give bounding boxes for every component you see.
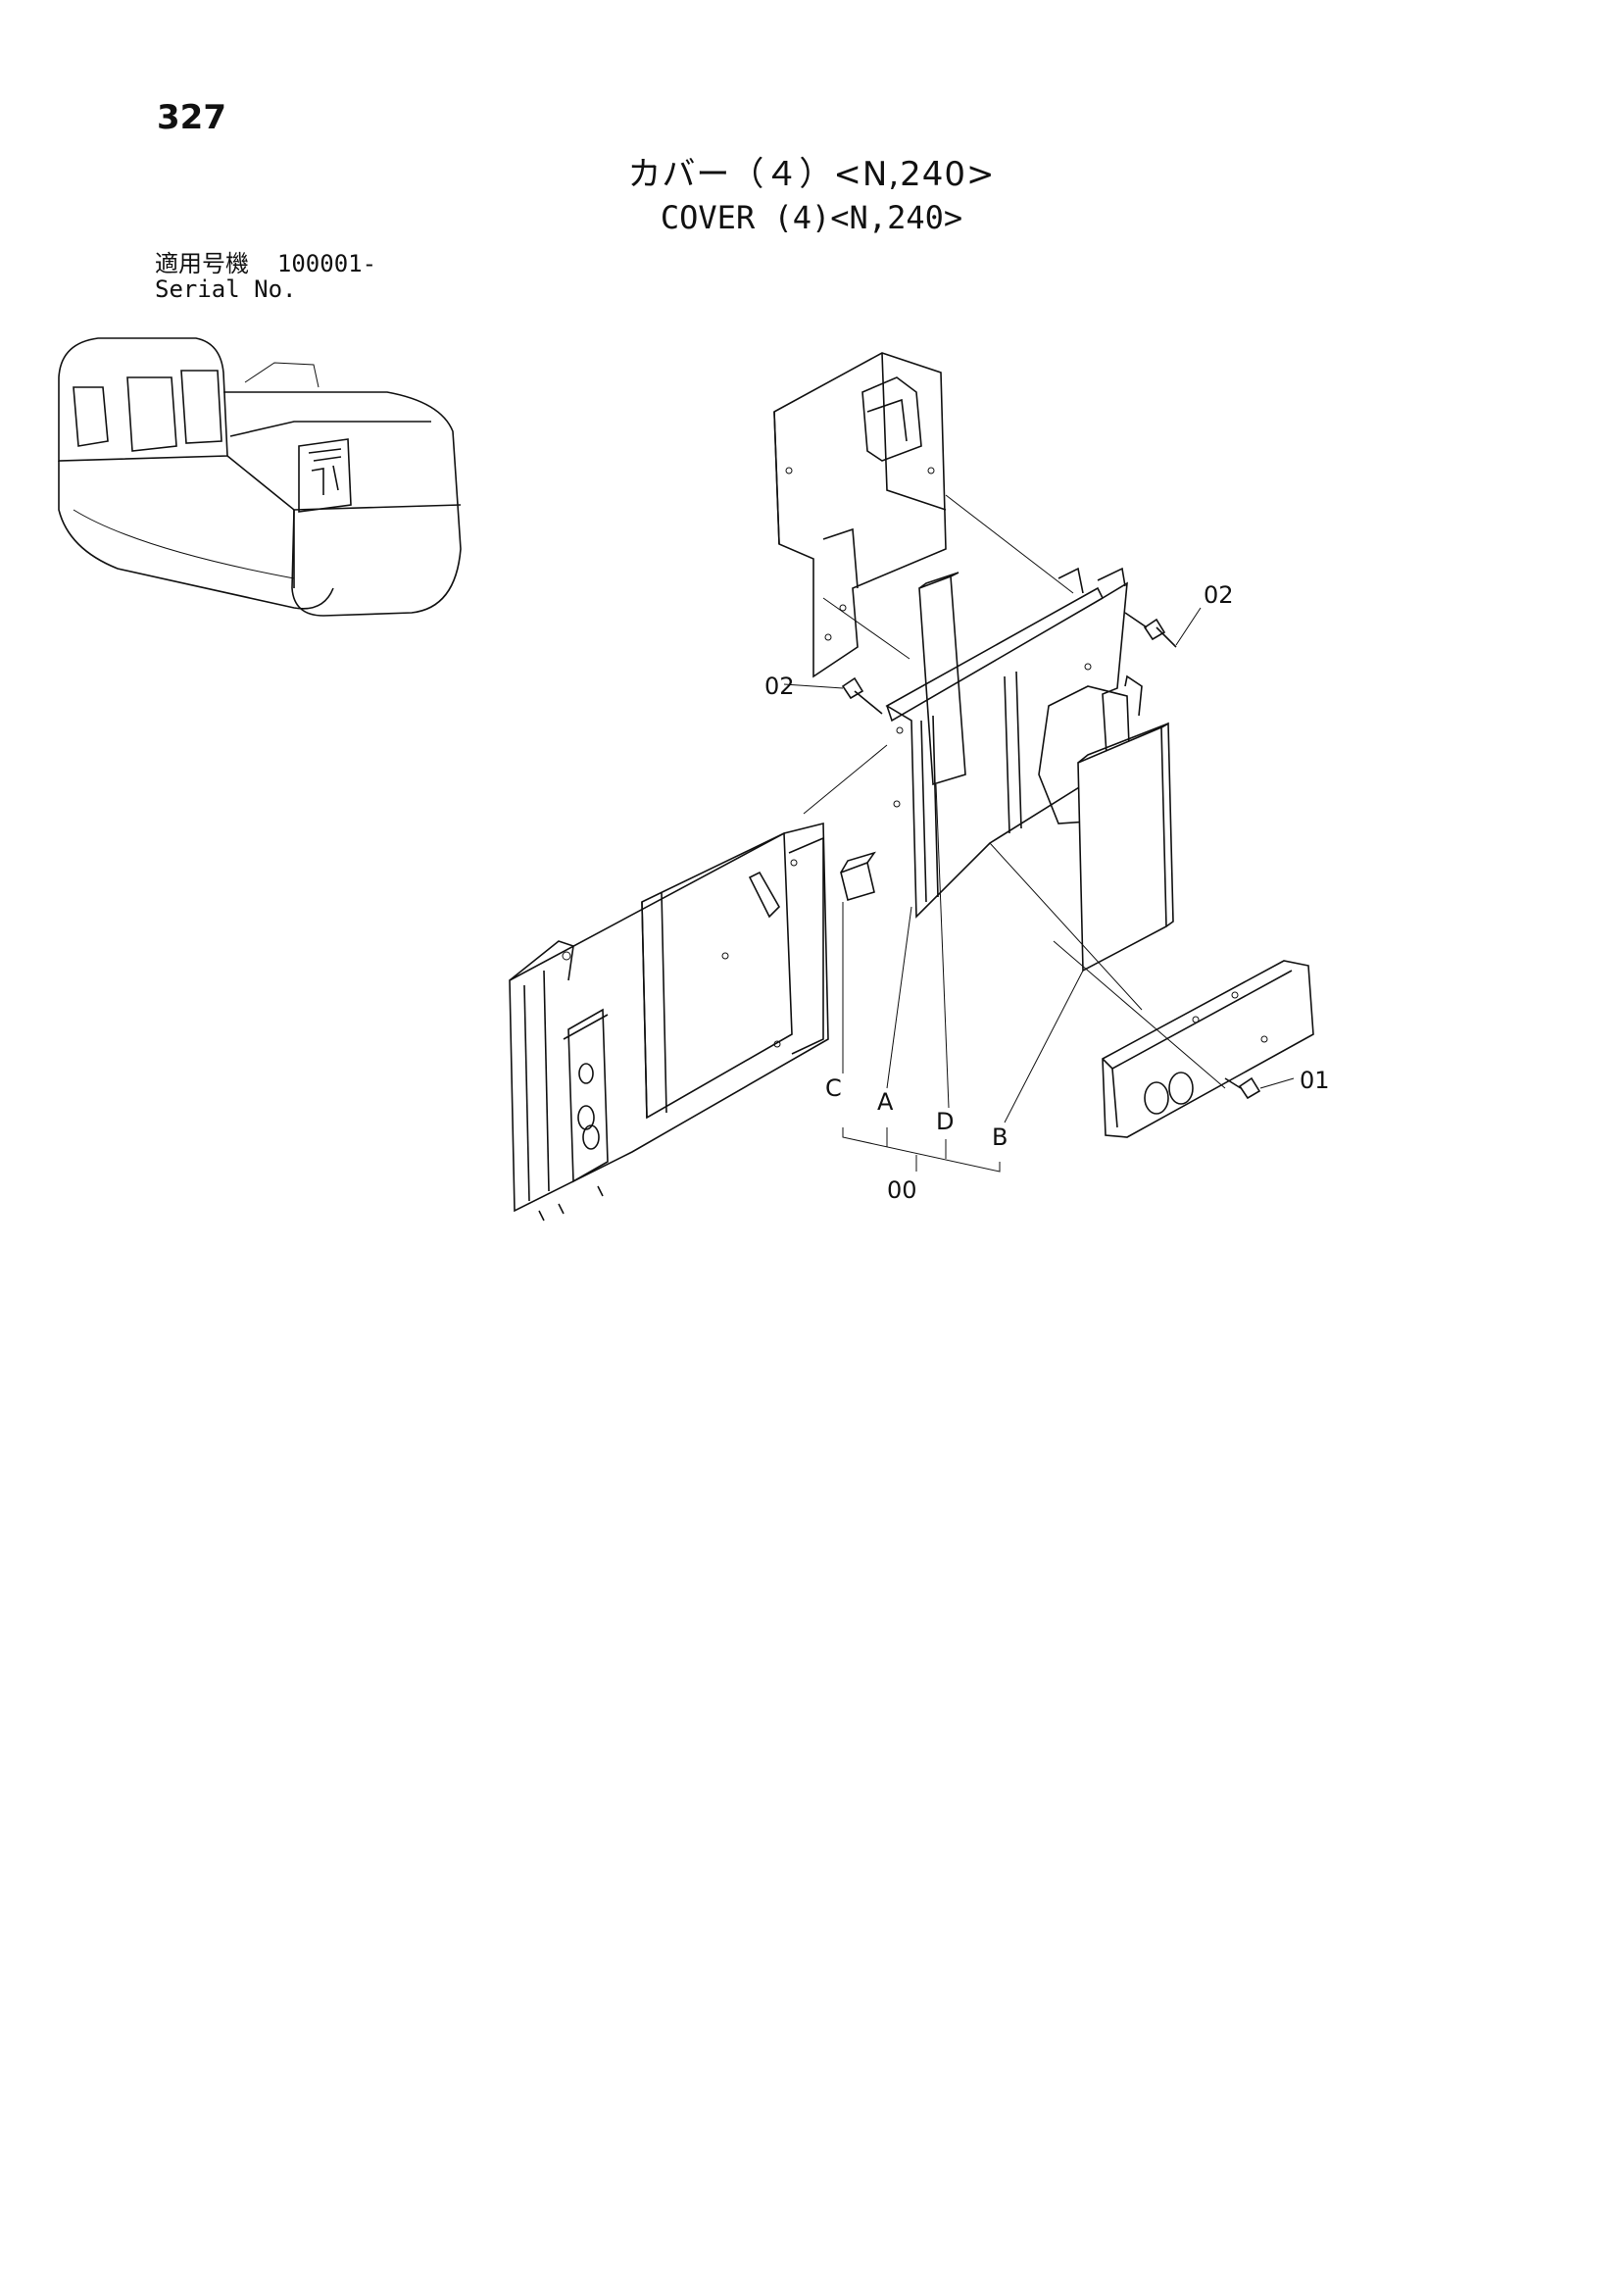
guide-line: [803, 744, 888, 815]
serial-label-en: Serial No.: [155, 275, 297, 303]
leader-01: [1259, 1077, 1295, 1089]
leader-a: [886, 906, 912, 1089]
upper-bracket: [773, 352, 947, 678]
middle-mounting-plate: [885, 567, 1143, 919]
left-cover-panel: [509, 822, 829, 1222]
callout-02-right: 02: [1204, 581, 1234, 609]
lower-right-cover-plate: [1102, 960, 1314, 1138]
callout-02-left: 02: [764, 673, 795, 700]
leader-02-right: [1175, 607, 1202, 646]
callout-d: D: [936, 1108, 954, 1135]
page-number: 327: [157, 98, 226, 137]
callout-a: A: [877, 1088, 894, 1116]
small-block-c: [840, 851, 876, 902]
foam-pad-b: [1077, 722, 1174, 973]
bolt-02-left: [841, 676, 883, 715]
guide-line: [989, 842, 1143, 1011]
guide-line: [822, 597, 910, 660]
guide-line: [1053, 940, 1226, 1089]
serial-row: 適用号機 100001-: [155, 251, 376, 276]
leader-02-left: [783, 683, 844, 689]
title-english: COVER (4)<N,240>: [660, 199, 963, 236]
callout-b: B: [992, 1123, 1008, 1151]
serial-value: 100001-: [276, 250, 377, 277]
excavator-thumbnail: [58, 337, 462, 617]
serial-info: 適用号機 100001- Serial No.: [155, 251, 376, 302]
callout-00: 00: [887, 1176, 917, 1204]
leader-b: [1004, 970, 1084, 1123]
bracket-00: [842, 1127, 1001, 1173]
guide-line: [945, 494, 1074, 594]
bolt-01: [1224, 1076, 1261, 1100]
title-japanese: カバー（４）<N,240>: [627, 155, 996, 194]
serial-label-jp: 適用号機: [155, 250, 249, 277]
title-block: カバー（４）<N,240> COVER (4)<N,240>: [0, 147, 1623, 236]
callout-c: C: [825, 1074, 842, 1102]
bolt-02-right: [1124, 612, 1177, 648]
leader-d: [935, 783, 950, 1109]
foam-pad-d: [918, 572, 966, 786]
callout-01: 01: [1300, 1067, 1330, 1094]
